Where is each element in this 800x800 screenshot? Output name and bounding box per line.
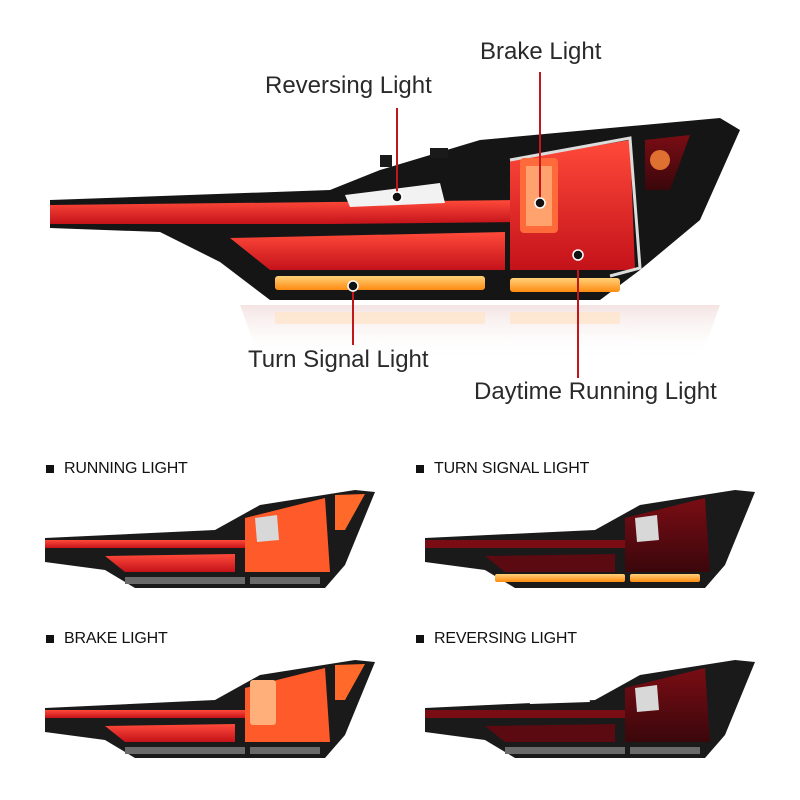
main-taillight [50,118,740,300]
daytime-running-light-callout: Daytime Running Light [474,378,717,405]
bullet-icon [46,635,54,643]
bullet-icon [416,465,424,473]
bullet-icon [416,635,424,643]
reversing-light-callout: Reversing Light [265,72,432,99]
mode-label-text: BRAKE LIGHT [64,630,168,647]
brake-light-callout: Brake Light [480,38,602,65]
brake-light-illustration [45,660,375,758]
turn-signal-illustration [425,490,755,588]
lamp-reflection [240,305,720,360]
mode-label-text: RUNNING LIGHT [64,460,188,477]
mode-label-running: RUNNING LIGHT [46,460,188,478]
callout-markers [352,72,579,378]
mode-label-text: REVERSING LIGHT [434,630,577,647]
mode-label-text: TURN SIGNAL LIGHT [434,460,590,477]
mode-label-reversing: REVERSING LIGHT [416,630,577,648]
running-light-illustration [45,490,375,588]
callout-dots [347,191,584,292]
mode-label-turn-signal: TURN SIGNAL LIGHT [416,460,589,478]
mode-label-brake: BRAKE LIGHT [46,630,168,648]
turn-signal-light-callout: Turn Signal Light [248,346,429,373]
bullet-icon [46,465,54,473]
reversing-light-illustration [425,660,755,758]
